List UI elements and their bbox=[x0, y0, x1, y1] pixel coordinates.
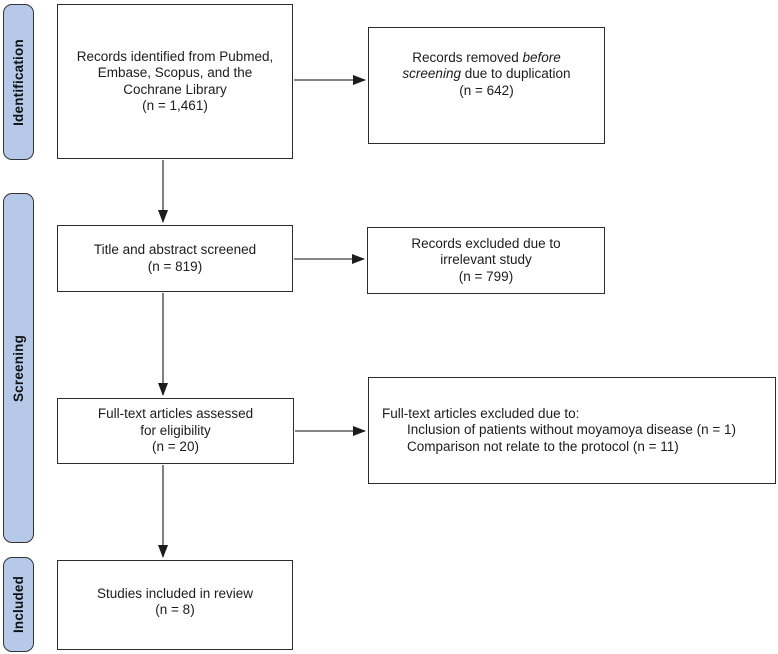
box-fulltext-assessed: Full-text articles assessed for eligibil… bbox=[57, 398, 294, 464]
box-fulltext-excluded: Full-text articles excluded due to: Incl… bbox=[368, 377, 776, 484]
box-fulltext-excluded-reason: Comparison not relate to the protocol (n… bbox=[407, 438, 679, 454]
stage-label-included: Included bbox=[3, 557, 34, 652]
stage-label-identification-text: Identification bbox=[11, 38, 26, 126]
stage-label-screening: Screening bbox=[3, 193, 34, 543]
box-records-identified-line: Embase, Scopus, and the bbox=[97, 65, 253, 80]
box-studies-included-count: (n = 8) bbox=[155, 602, 195, 617]
box-records-removed-italic: before bbox=[522, 49, 561, 65]
box-studies-included: Studies included in review (n = 8) bbox=[57, 560, 293, 650]
box-title-abstract-screened: Title and abstract screened (n = 819) bbox=[57, 225, 293, 292]
box-records-identified-line: Records identified from Pubmed, bbox=[76, 48, 274, 64]
stage-label-included-text: Included bbox=[11, 575, 27, 634]
box-fulltext-excluded-heading: Full-text articles excluded due to: bbox=[382, 405, 580, 421]
box-title-abstract-line: Title and abstract screened bbox=[93, 242, 257, 257]
stage-label-identification: Identification bbox=[3, 4, 34, 160]
box-fulltext-assessed-line: Full-text articles assessed bbox=[97, 406, 254, 422]
box-records-identified-line: Cochrane Library bbox=[123, 81, 227, 97]
box-records-excluded-line: Records excluded due to bbox=[411, 235, 561, 251]
box-records-removed-line2: screening due to duplication bbox=[402, 66, 570, 83]
box-records-identified-count: (n = 1,461) bbox=[142, 98, 208, 113]
stage-label-screening-text: Screening bbox=[11, 334, 27, 402]
box-records-excluded-line: irrelevant study bbox=[440, 252, 532, 268]
box-records-removed-count: (n = 642) bbox=[459, 82, 514, 98]
box-records-removed-italic: screening bbox=[402, 66, 461, 82]
box-records-removed-text: due to duplication bbox=[460, 66, 571, 82]
box-studies-included-line: Studies included in review bbox=[96, 585, 254, 601]
box-records-removed: Records removed before screening due to … bbox=[368, 27, 605, 144]
box-records-removed-text: Records removed bbox=[412, 49, 523, 65]
box-records-excluded-count: (n = 799) bbox=[458, 268, 514, 284]
box-fulltext-excluded-reason: Inclusion of patients without moyamoya d… bbox=[407, 422, 737, 438]
box-records-removed-line1: Records removed before bbox=[412, 50, 561, 67]
box-title-abstract-count: (n = 819) bbox=[147, 258, 203, 274]
box-fulltext-assessed-line: for eligibility bbox=[140, 422, 211, 438]
box-records-identified: Records identified from Pubmed, Embase, … bbox=[57, 4, 293, 159]
box-fulltext-assessed-count: (n = 20) bbox=[152, 439, 199, 455]
box-records-excluded: Records excluded due to irrelevant study… bbox=[367, 227, 605, 294]
